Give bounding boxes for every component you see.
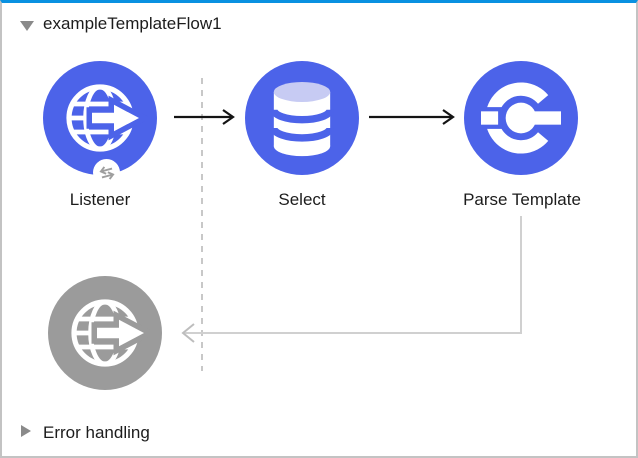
flow-title[interactable]: exampleTemplateFlow1 [43,14,222,33]
node-label-select: Select [278,190,326,209]
http-listener-globe-arrow-icon [66,84,148,152]
node-listener-response[interactable] [48,276,162,390]
http-listener-globe-arrow-icon [71,299,153,367]
error-handling-expand-triangle-icon[interactable] [21,425,31,437]
node-listener[interactable] [43,61,157,186]
node-parse-template[interactable] [464,61,578,175]
database-icon [270,82,334,157]
exchange-arrows-icon [98,165,115,180]
node-label-parse-template: Parse Template [463,190,581,209]
exchange-arrows-badge [93,159,120,186]
error-handling-title[interactable]: Error handling [43,423,150,442]
arrow-listener-to-select [174,109,235,125]
node-select[interactable] [245,61,359,175]
core-component-icon [481,82,561,154]
flow-collapse-triangle-icon[interactable] [20,21,34,31]
return-connector-parse-to-response [181,216,522,343]
left-arrowhead-icon [181,323,195,343]
node-label-listener: Listener [69,190,131,209]
arrow-select-to-parse-template [369,109,455,125]
